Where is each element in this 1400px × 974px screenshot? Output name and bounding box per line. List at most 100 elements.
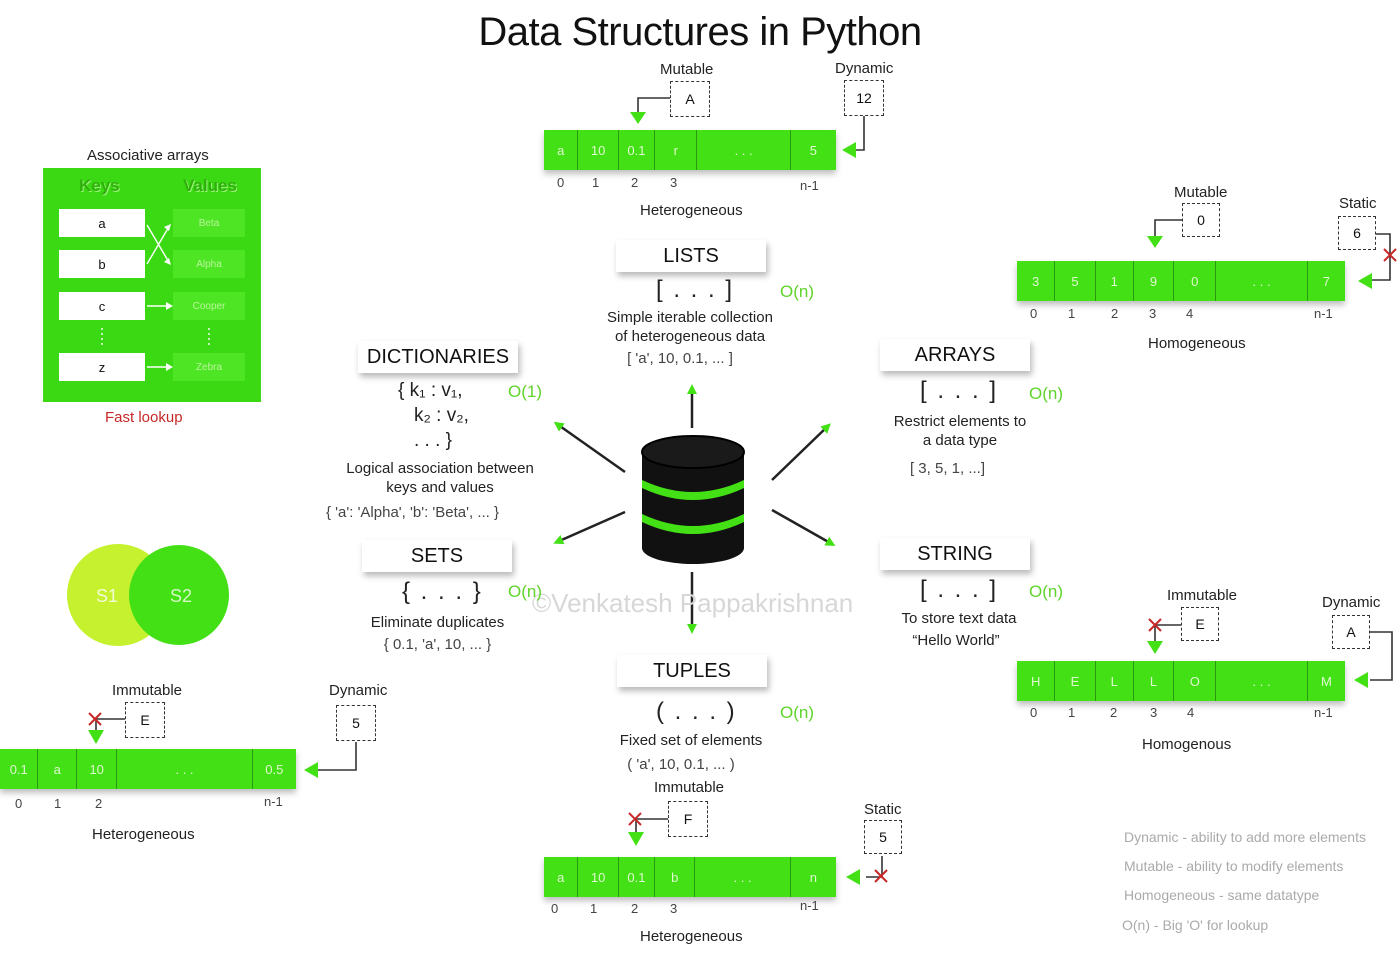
arrays-index: 0 [1030,306,1038,321]
lists-dynamic-box: 12 [844,80,884,116]
dict-key: a [59,209,145,237]
lists-title: LISTS [616,240,766,272]
lists-index: 1 [592,175,600,190]
fast-lookup-label: Fast lookup [105,409,183,426]
tuples-desc: Fixed set of elements [619,732,763,749]
tuples-cell: n [809,869,818,885]
string-index: 2 [1110,705,1118,720]
arrays-static-box: 6 [1338,216,1376,250]
sets-immutable-box: E [125,702,165,738]
lists-example: [ 'a', 10, 0.1, ... ] [627,350,733,367]
lists-cell: 10 [578,130,619,170]
set-s2-label: S2 [170,586,193,606]
string-immutable-box: E [1181,607,1219,641]
string-cell: O [1174,661,1217,701]
dictionaries-desc-1: Logical association between [346,460,534,477]
arrays-kind: Homogeneous [1148,335,1246,352]
arrays-static-cross-icon [1383,248,1397,262]
string-example: “Hello World” [912,632,1000,649]
dict-value: Alpha [173,250,245,278]
sets-immutable-arrow [88,730,104,744]
sets-cell: 10 [77,749,118,789]
tuples-index: n-1 [800,898,819,913]
arrays-cell: 5 [1055,261,1096,301]
assoc-array-panel: Keys Values a b c z Beta Alpha Cooper Ze… [43,168,261,402]
sets-desc: Eliminate duplicates [370,614,505,631]
string-cell: E [1055,661,1096,701]
string-desc: To store text data [901,610,1017,627]
lists-kind: Heterogeneous [640,202,743,219]
sets-example: { 0.1, 'a', 10, ... } [383,636,492,653]
string-immutable-arrow [1147,641,1163,654]
tuples-immutable-cross-icon [628,812,642,826]
string-cell: H [1017,661,1056,701]
lists-cell: . . . [697,130,791,170]
arrays-index: 4 [1186,306,1194,321]
lists-dynamic-arrow [842,142,856,158]
dictionaries-symbol-1: { k₁ : v₁, [398,380,463,401]
arrays-mutable-connector [1154,219,1182,240]
database-icon [641,435,745,564]
string-dynamic-label: Dynamic [1322,594,1381,611]
dictionaries-desc-2: keys and values [386,479,494,496]
dictionaries-example: { 'a': 'Alpha', 'b': 'Beta', ... } [325,504,499,521]
lists-index: 0 [557,175,565,190]
arrays-index: n-1 [1314,306,1333,321]
page-title: Data Structures in Python [478,10,922,54]
dict-value: Cooper [173,292,245,320]
tuples-symbol: ( . . . ) [656,698,737,725]
lists-index: 2 [631,175,639,190]
lists-mutable-box: A [670,81,710,117]
sets-immutable-cross-icon [88,712,102,726]
sets-cell: 0.5 [265,761,284,777]
arrays-static-connector [1372,233,1391,281]
sets-symbol: { . . . } [402,578,483,605]
lists-mutable-arrow [630,112,646,124]
arrays-index: 1 [1068,306,1076,321]
arrays-example: [ 3, 5, 1, ...] [909,460,986,477]
string-immutable-cross-icon [1148,618,1162,632]
arrays-cell: 7 [1322,273,1330,289]
arrow-to-sets [553,510,626,545]
sets-index: 0 [15,796,23,811]
tuples-kind: Heterogeneous [640,928,743,945]
tuples-bigo: O(n) [780,703,814,722]
lists-mutable-connector [637,97,670,118]
sets-bigo: O(n) [508,582,542,601]
tuples-index: 1 [590,901,598,916]
arrays-static-arrow [1358,273,1372,289]
dictionaries-symbol-2: k₂ : v₂, [414,405,469,426]
sets-immutable-label: Immutable [112,682,183,699]
lists-index: n-1 [800,178,819,193]
tuples-cell: a [544,857,579,897]
sets-cell: a [38,749,77,789]
hub-arrows [553,384,836,634]
tuples-title: TUPLES [617,655,767,687]
tuples-immutable-label: Immutable [654,779,725,796]
lists-index: 3 [670,175,678,190]
lists-cell: 0.1 [619,130,656,170]
arrays-cell: . . . [1216,261,1308,301]
tuples-cell: 10 [578,857,619,897]
arrays-mutable-arrow [1147,236,1163,248]
lists-cell: r [655,130,698,170]
arrays-cell: 0 [1174,261,1217,301]
tuples-static-label: Static [864,801,902,818]
string-cell: . . . [1216,661,1308,701]
arrays-static-label: Static [1339,195,1377,212]
dict-key: z [59,353,145,381]
legend-item: O(n) - Big 'O' for lookup [1122,917,1269,933]
string-bigo: O(n) [1029,582,1063,601]
arrays-desc-1: Restrict elements to [893,413,1027,430]
lists-dynamic-label: Dynamic [835,60,894,77]
dict-key: c [59,292,145,320]
tuples-cell: 0.1 [619,857,656,897]
tuples-static-box: 5 [864,820,902,854]
string-cell: L [1096,661,1134,701]
string-immutable-label: Immutable [1167,587,1238,604]
string-index: 0 [1030,705,1038,720]
arrays-cell: 1 [1096,261,1134,301]
legend-item: Homogeneous - same datatype [1124,887,1320,903]
dictionaries-bigo: O(1) [508,382,542,401]
